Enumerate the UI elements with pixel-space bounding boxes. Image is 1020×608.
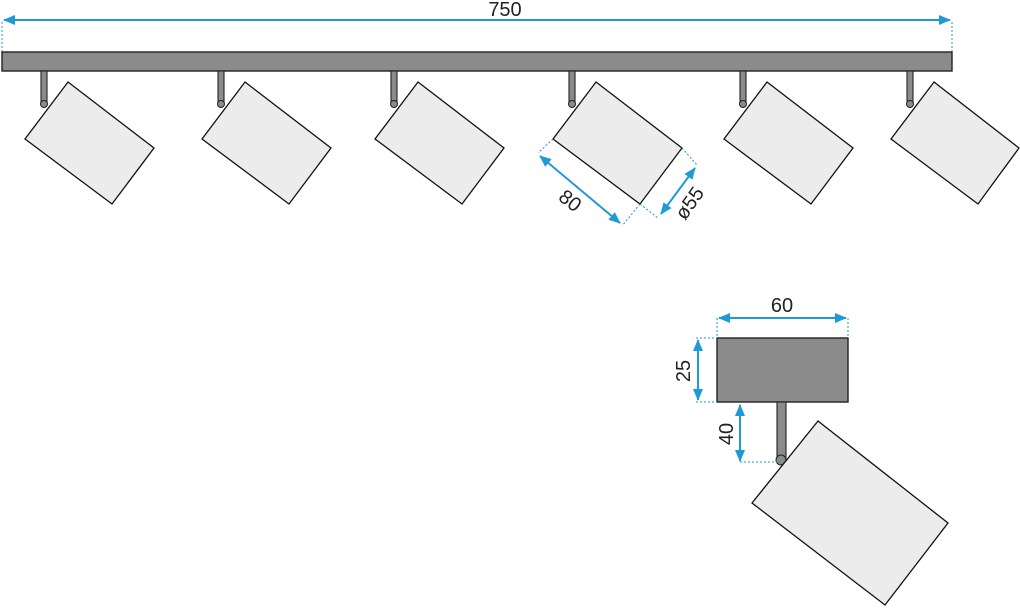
base-width-dimension: 60 <box>716 295 849 338</box>
spot-pivot <box>906 100 914 108</box>
spot-arm <box>568 70 576 104</box>
spot-pivot <box>739 100 747 108</box>
spot-pivot <box>568 100 576 108</box>
shade-diameter-label: ø55 <box>671 183 709 224</box>
base-height-dimension: 25 <box>673 337 717 403</box>
extension-line <box>621 203 641 227</box>
spot-arm <box>40 70 48 104</box>
spot-shade <box>24 81 155 205</box>
spot-2 <box>201 70 332 205</box>
ceiling-rail <box>1 51 953 72</box>
spot-1 <box>24 70 155 205</box>
spot-pivot <box>217 100 225 108</box>
spot-arm <box>217 70 225 104</box>
detail-view: 60 25 40 <box>673 295 949 606</box>
spot-arm <box>739 70 747 104</box>
spot-shade <box>723 81 854 205</box>
spot-pivot <box>390 100 398 108</box>
spot-5 <box>723 70 854 205</box>
spot-shade <box>374 81 505 205</box>
arm-length-dimension: 40 <box>716 404 777 463</box>
shade-diameter-arrow <box>660 167 696 215</box>
spot-arm <box>390 70 398 104</box>
total-length-label: 750 <box>488 0 521 21</box>
spot-shade <box>201 81 332 205</box>
mounting-base <box>716 337 849 403</box>
arm-length-label: 40 <box>716 423 738 445</box>
base-height-label: 25 <box>673 360 695 382</box>
extension-line <box>681 147 698 166</box>
spot-6 <box>890 70 1020 205</box>
spot-3 <box>374 70 505 205</box>
extension-line <box>537 138 554 154</box>
base-width-label: 60 <box>771 295 793 317</box>
spot-shade <box>890 81 1020 205</box>
shade-length-arrow <box>539 155 621 224</box>
spot-arm <box>906 70 914 104</box>
detail-arm <box>776 401 787 459</box>
detail-shade <box>751 420 949 606</box>
extension-line <box>639 203 659 219</box>
total-length-dimension: 750 <box>1 0 953 52</box>
spot-pivot <box>40 100 48 108</box>
